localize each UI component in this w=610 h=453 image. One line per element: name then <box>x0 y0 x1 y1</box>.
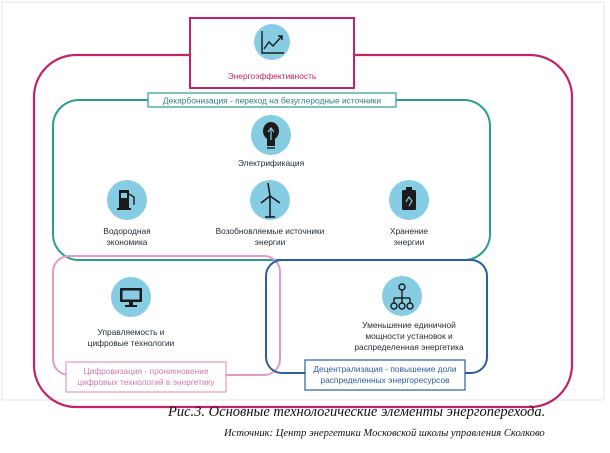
trend-chart-icon <box>261 31 284 54</box>
digitalization-label-line2: цифровых технологий в энергетику <box>77 377 215 387</box>
decarbonization-label-box <box>147 92 397 108</box>
hydrogen-label-line2: экономика <box>107 237 148 247</box>
monitor-icon <box>120 288 142 307</box>
decentralization-label-line1: Децентрализация - повышение доли <box>313 364 457 374</box>
electrification-label: Электрификация <box>238 158 304 168</box>
network-nodes-icon <box>390 283 414 310</box>
energy-efficiency-label: Энергоэффективность <box>228 71 317 81</box>
energy-efficiency-circle <box>254 24 290 60</box>
digitalization-label-box <box>65 361 227 393</box>
decarbonization-label: Декарбонизация - переход на безуглеродны… <box>163 96 381 106</box>
storage-label-line1: Хранение <box>390 226 428 236</box>
decentralization-frame <box>265 259 488 374</box>
battery-icon <box>402 187 416 210</box>
wind-turbine-icon <box>260 182 281 218</box>
figure-caption: Рис.3. Основные технологические элементы… <box>168 404 546 420</box>
decentralization-label-box <box>304 359 466 391</box>
distributed-energy-label-line3: распределенная энергетика <box>354 342 464 352</box>
storage-label-line2: энергии <box>394 237 425 247</box>
digital-tech-label-line1: Управляемость и <box>98 327 165 337</box>
renewables-label-line2: энергии <box>255 237 286 247</box>
image-border <box>1 1 605 401</box>
distributed-energy-label-line2: мощности установок и <box>365 331 453 341</box>
figure-source: Источник: Центр энергетики Московской шк… <box>224 428 545 439</box>
decentralization-label-line2: распределенных энергоресурсов <box>320 375 450 385</box>
hydrogen-label-line1: Водородная <box>103 226 150 236</box>
renewables-label-line1: Возобновляемые источники <box>216 226 325 236</box>
light-bulb-icon <box>263 122 279 149</box>
digital-tech-label-line2: цифровые технологии <box>88 338 175 348</box>
digitalization-label-line1: Цифровизация - проникновение <box>83 366 209 376</box>
distributed-energy-label-line1: Уменьшение единичной <box>362 320 456 330</box>
hydrogen-station-icon <box>117 190 135 210</box>
digitalization-frame <box>52 255 281 376</box>
